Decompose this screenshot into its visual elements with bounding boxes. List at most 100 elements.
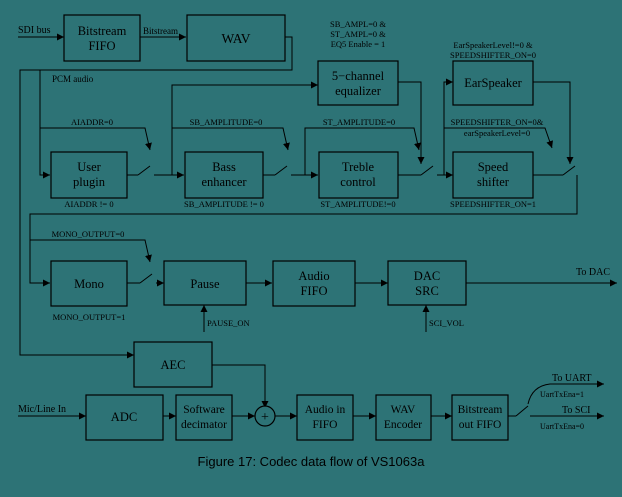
st-amplitude-nonzero-label: ST_AMPLITUDE!=0 [320,199,395,209]
bass-enhancer-line1: Bass [212,160,236,174]
sdi-bus-label: SDI bus [18,25,51,36]
mono-line1: Mono [74,277,104,291]
to-earspeaker-arrow [443,78,453,175]
treble-control-line1: Treble [342,160,375,174]
bitstream-fifo-box [63,14,141,62]
figure-caption: Figure 17: Codec data flow of VS1063a [197,454,425,469]
pcm-audio-label: PCM audio [52,74,94,84]
speed-shifter-box [452,151,534,199]
user-plugin-line2: plugin [73,175,106,189]
switch-1 [137,165,151,176]
connection-lines [18,33,617,420]
dac-src-box [387,260,467,306]
earspeaker-out [533,81,574,164]
wav-encoder-line2: Encoder [384,419,422,431]
equalizer-out [398,81,425,164]
eq-condition-line3: EQ5 Enable = 1 [331,39,386,49]
earspeaker-line1: EarSpeaker [464,76,522,90]
sb-amplitude-zero-label: SB_AMPLITUDE=0 [190,117,263,127]
speedshifter-on-label: SPEEDSHIFTER_ON=1 [450,199,536,209]
mic-line-in-label: Mic/Line In [18,404,66,415]
st-amplitude-bypass [304,127,421,175]
speedshifter-bypass [444,127,553,149]
user-plugin-line1: User [77,160,101,174]
speed-shifter-line2: shifter [477,175,510,189]
sb-amplitude-nonzero-label: SB_AMPLITUDE != 0 [184,199,264,209]
to-mono-arrow [29,175,578,287]
pause-box [163,260,247,306]
user-plugin-feed [39,70,50,179]
mono-output-zero-label: MONO_OUTPUT=0 [52,229,125,239]
uart-txena-0-label: UartTxEna=0 [540,422,584,431]
pause-on-label: PAUSE_ON [207,318,250,328]
bitstream-out-fifo-box [451,394,509,441]
switch-4 [562,165,576,176]
earspeaker-condition-line2: SPEEDSHIFTER_ON=0 [450,50,536,60]
adder-circle [254,405,276,427]
bass-enhancer-box [184,151,264,199]
pcm-audio-line [19,36,293,359]
pause-line1: Pause [190,277,220,291]
equalizer-line2: equalizer [335,84,382,98]
equalizer-line1: 5−channel [332,69,385,83]
audio-fifo-box [272,260,356,307]
bitstream-label: Bitstream [143,26,178,36]
adc-box [85,394,164,441]
aec-line1: AEC [161,358,186,372]
earspeaker-condition-line1: EarSpeakerLevel!=0 & [453,40,533,50]
st-amplitude-zero-label: ST_AMPLITUDE=0 [323,117,395,127]
uart-txena-1-label: UartTxEna=1 [540,390,584,399]
aiaddr-zero-label: AIADDR=0 [71,117,113,127]
wav-encoder-line1: WAV [391,404,416,416]
bitstream-out-fifo-line1: Bitstream [458,404,503,416]
dac-src-line1: DAC [414,269,440,283]
audio-in-fifo-box [296,394,354,441]
sb-amplitude-bypass [171,127,290,175]
mono-bypass [29,239,152,283]
switch-5 [139,273,153,284]
bass-enhancer-line2: enhancer [201,175,247,189]
switch-3 [420,165,434,176]
software-decimator-line2: decimator [181,419,227,431]
eq-condition-line2: ST_AMPL=0 & [330,29,386,39]
user-plugin-box [50,151,128,199]
aiaddr-nonzero-label: AIADDR != 0 [64,199,113,209]
aec-box [133,341,213,388]
dac-src-line2: SRC [415,284,439,298]
software-decimator-box [175,394,233,441]
annotation-labels: SDI bus Bitstream PCM audio SB_AMPL=0 & … [18,19,610,431]
audio-in-fifo-line1: Audio in [305,404,346,416]
treble-control-line2: control [340,175,376,189]
to-uart-label: To UART [552,373,592,384]
adder-symbol: + [261,410,269,425]
audio-fifo-line1: Audio [298,269,329,283]
aec-out-arrow [212,364,269,408]
mono-output-one-label: MONO_OUTPUT=1 [53,312,126,322]
sci-vol-label: SCI_VOL [429,318,464,328]
equalizer-box [317,60,399,106]
audio-fifo-line2: FIFO [300,284,327,298]
to-sci-label: To SCI [562,405,590,416]
bitstream-fifo-line2: FIFO [88,39,115,53]
wav-encoder-box [375,394,432,441]
to-dac-label: To DAC [576,267,610,278]
aiaddr-bypass [39,127,152,175]
bitstream-fifo-line1: Bitstream [78,24,127,38]
block-labels: Bitstream FIFO WAV 5−channel equalizer E… [73,24,523,431]
mono-box [50,260,128,307]
speedshifter-condition-line1: SPEEDSHIFTER_ON=0& [451,117,544,127]
speed-shifter-line1: Speed [478,160,509,174]
adc-line1: ADC [111,410,137,424]
switch-6 [515,405,529,417]
wav-box [186,14,286,62]
wav-line1: WAV [221,31,250,46]
earspeaker-box [452,60,534,106]
blocks [50,14,534,441]
to-uart-arrow [527,380,604,405]
bitstream-out-fifo-line2: out FIFO [459,419,502,431]
treble-control-box [318,151,399,199]
audio-in-fifo-line2: FIFO [313,419,338,431]
eq-condition-line1: SB_AMPL=0 & [330,19,386,29]
switch-2 [274,165,288,176]
